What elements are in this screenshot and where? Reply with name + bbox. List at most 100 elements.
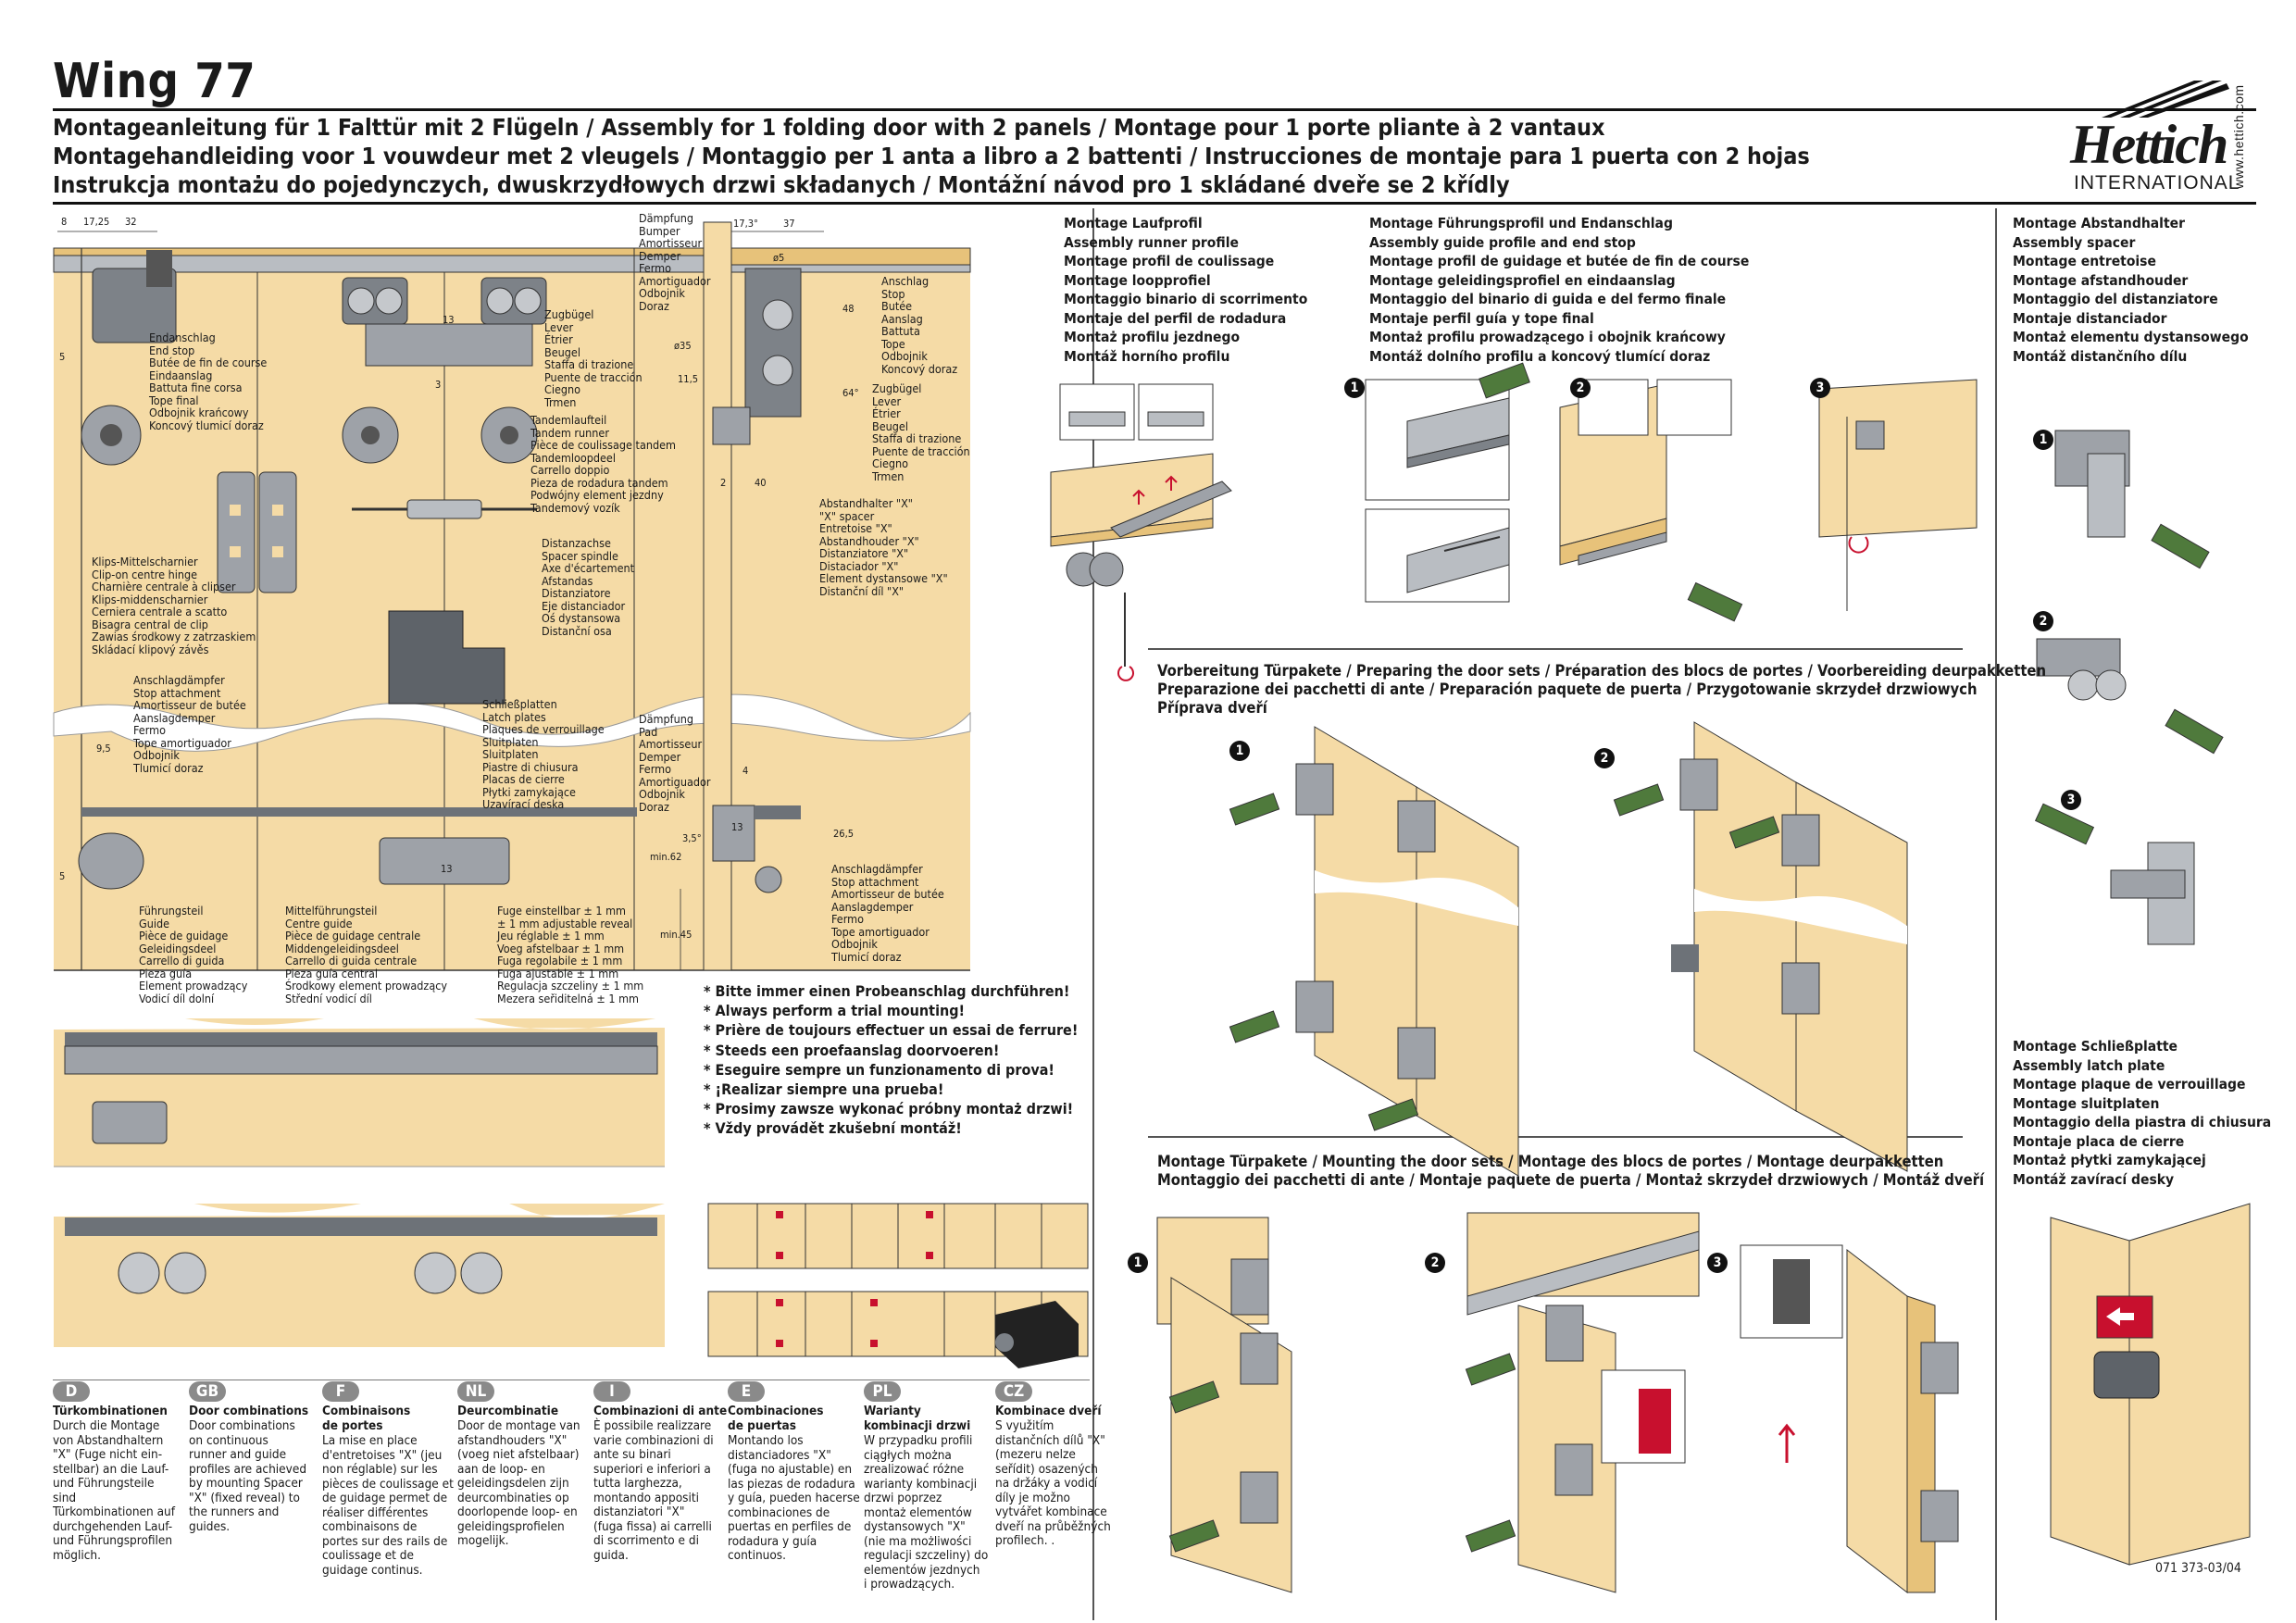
step-number: 1 [1229,741,1250,761]
label-guide: Führungsteil Guide Pièce de guidage Gele… [139,904,248,1005]
dim-min45: min.45 [660,929,693,941]
label-stop-attachment-2: Anschlagdämpfer Stop attachment Amortiss… [831,862,944,964]
col-body: Montando los distanciadores "X" (fuga no… [728,1433,860,1563]
warning-line: * ¡Realizar siempre una prueba! [704,1080,944,1098]
step-number: 1 [2033,430,2053,450]
section-prep-line: Příprava dveří [1157,699,1267,717]
warning-line: * Bitte immer einen Probeanschlag durchf… [704,982,1070,1000]
warning-line: * Prière de toujours effectuer un essai … [704,1021,1079,1039]
col-body: Durch die Montage von Abstandhaltern "X"… [53,1418,176,1563]
dim-5ph: ø5 [773,252,785,264]
section-line: Montage loopprofiel [1064,271,1211,289]
dim-2: 2 [720,477,727,489]
section-line: Montaggio binario di scorrimento [1064,291,1308,307]
step-number: 2 [1594,748,1615,768]
section-line: Montaż elementu dystansowego [2013,329,2249,345]
label-endstop: Endanschlag End stop Butée de fin de cou… [149,331,268,432]
dim-1725: 17,25 [83,216,110,228]
section-line: Montage Führungsprofil und Endanschlag [1369,215,1673,231]
section-line: Montaje distanciador [2013,309,2167,327]
lang-code-i: I [593,1381,630,1402]
section-line: Montaggio del distanziatore [2013,291,2218,307]
dim-13: 13 [443,314,455,326]
col-head: Combinaisons de portes [322,1404,411,1433]
label-pad: Dämpfung Pad Amortisseur Demper Fermo Am… [639,712,711,814]
logo-international: INTERNATIONAL [2074,172,2240,194]
logo-brand: Hettich [2070,114,2228,175]
section-line: Montage sluitplaten [2013,1094,2160,1112]
section-line: Montage entretoise [2013,253,2156,269]
dim-13b: 13 [441,863,453,875]
dim-115: 11,5 [678,373,699,385]
header-rule-bottom [53,202,2256,205]
dim-5a: 5 [59,351,66,363]
dim-48: 48 [842,303,855,315]
technical-drawing-background [54,248,970,970]
step-number: 1 [1128,1253,1148,1273]
col-body: Door combinations on continuous runner a… [189,1418,307,1534]
lang-code-pl: PL [864,1381,901,1402]
dim-64: 64° [842,387,859,399]
label-tandem-runner: Tandemlaufteil Tandem runner Pièce de co… [530,413,676,515]
lang-code-d: D [53,1381,90,1402]
section-line: Montaggio della piastra di chiusura [2013,1114,2272,1130]
col-head: Combinaciones de puertas [728,1404,824,1433]
dim-5b: 5 [59,870,66,882]
dim-35: ø35 [674,340,692,352]
dim-265: 26,5 [833,828,855,840]
label-stop: Anschlag Stop Butée Aanslag Battuta Tope… [881,274,958,376]
section-rule [1148,648,1963,650]
section-rule [1148,1136,1963,1138]
section-line: Assembly spacer [2013,233,2136,251]
section-line: Montage profil de guidage et butée de fi… [1369,253,1750,269]
step-number: 3 [2061,790,2081,810]
col-body: W przypadku profili ciągłych można zreal… [864,1433,989,1592]
dim-3: 3 [435,379,442,391]
label-latch-plates: Schließplatten Latch plates Plaques de v… [482,697,605,811]
step-number: 1 [1344,378,1365,398]
section-line: Assembly latch plate [2013,1056,2165,1074]
warning-line: * Steeds een proefaanslag doorvoeren! [704,1042,1000,1059]
label-stop-attachment-1: Anschlagdämpfer Stop attachment Amortiss… [133,673,246,775]
section-line: Montaż profilu jezdnego [1064,329,1241,345]
subtitle-line-1: Montageanleitung für 1 Falttür mit 2 Flü… [53,114,1605,141]
header-rule-top [53,108,2256,111]
col-head: Warianty kombinacji drzwi [864,1404,971,1433]
section-prep-line: Vorbereitung Türpakete / Preparing the d… [1157,662,2047,680]
col-body: La mise en place d'entretoises "X" (jeu … [322,1433,454,1578]
dim-13c: 13 [731,821,743,833]
dim-min62: min.62 [650,851,682,863]
warning-line: * Prosimy zawsze wykonać próbny montaż d… [704,1100,1074,1117]
section-line: Montáž zavírací desky [2013,1170,2175,1188]
col-head: Deurcombinatie [457,1404,559,1418]
section-line: Montage geleidingsprofiel en eindaanslag [1369,271,1676,289]
col-head: Türkombinationen [53,1404,168,1418]
warning-line: * Eseguire sempre un funzionamento di pr… [704,1061,1054,1079]
dim-4: 4 [742,765,749,777]
section-line: Montáž horního profilu [1064,347,1230,365]
section-runner-profile: Montage Laufprofil Assembly runner profi… [1064,214,1307,366]
column-divider [1995,208,1997,1620]
label-lever-2: Zugbügel Lever Étrier Beugel Staffa di t… [872,381,970,483]
warning-line: * Always perform a trial mounting! [704,1002,966,1019]
section-latch-plate: Montage Schließplatte Assembly latch pla… [2013,1037,2271,1189]
document-number: 071 373-03/04 [2155,1561,2241,1576]
section-prep-line: Preparazione dei pacchetti di ante / Pre… [1157,680,1978,698]
lang-code-f: F [322,1381,359,1402]
label-spacer-spindle: Distanzachse Spacer spindle Axe d'écarte… [542,536,635,638]
section-line: Assembly runner profile [1064,233,1239,251]
hettich-logo-mark-icon [2102,81,2229,118]
label-lever: Zugbügel Lever Étrier Beugel Staffa di t… [544,307,643,409]
lang-code-e: E [728,1381,765,1402]
col-body: S využitím distančních dílů "X" (mezeru … [995,1418,1111,1548]
section-line: Montaż płytki zamykającej [2013,1152,2206,1168]
dim-8: 8 [61,216,68,228]
section-line: Montage plaque de verrouillage [2013,1076,2246,1092]
